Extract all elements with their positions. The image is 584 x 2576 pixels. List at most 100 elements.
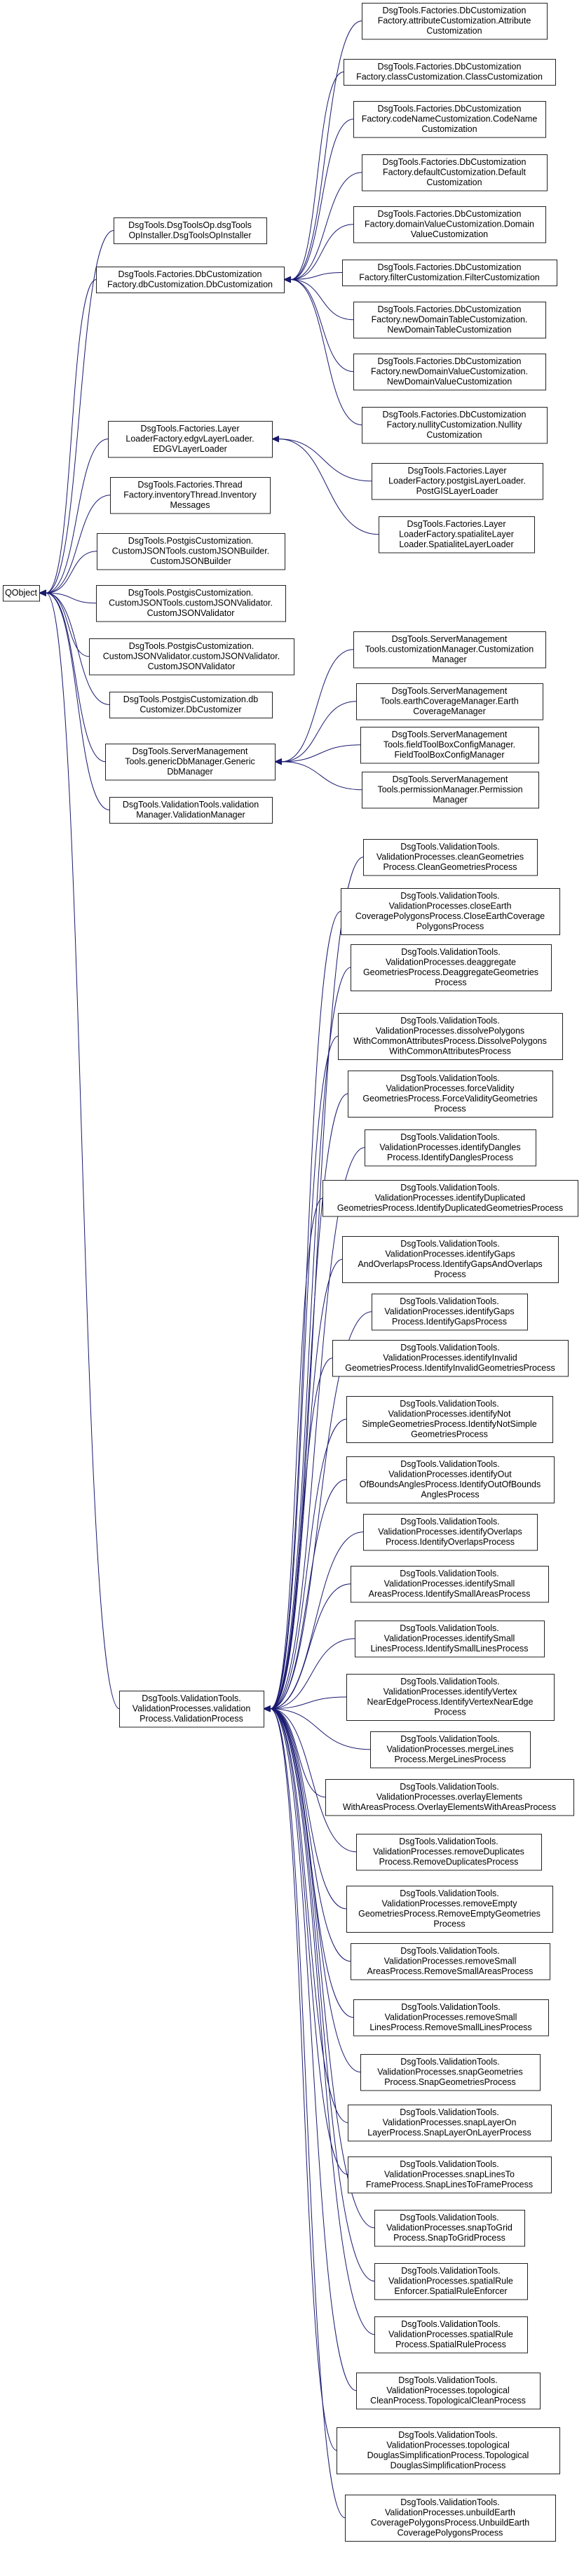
remove-small-lines-process-node[interactable]: DsgTools.ValidationTools.ValidationProce… [353, 1999, 549, 2037]
spatial-rule-enforcer-node[interactable]: DsgTools.ValidationTools.ValidationProce… [374, 2263, 528, 2300]
unbuild-earth-coverage-polygons-process-node[interactable]: DsgTools.ValidationTools.ValidationProce… [345, 2495, 556, 2542]
snap-lines-to-frame-process-node[interactable]: DsgTools.ValidationTools.ValidationProce… [348, 2156, 552, 2194]
custom-json-builder-node[interactable]: DsgTools.PostgisCustomization.CustomJSON… [97, 533, 285, 570]
validation-process-node[interactable]: DsgTools.ValidationTools.ValidationProce… [119, 1691, 264, 1728]
node-label-line: LoaderFactory.edgvLayerLoader. [125, 434, 254, 444]
domain-value-customization-node[interactable]: DsgTools.Factories.DbCustomizationFactor… [353, 206, 546, 243]
deaggregate-geometries-process-node[interactable]: DsgTools.ValidationTools.ValidationProce… [351, 944, 552, 991]
validation-manager-node[interactable]: DsgTools.ValidationTools.validationManag… [109, 797, 273, 824]
spatialite-layer-loader-node[interactable]: DsgTools.Factories.LayerLoaderFactory.sp… [379, 516, 535, 554]
edge-line [290, 272, 343, 280]
remove-small-areas-process-node[interactable]: DsgTools.ValidationTools.ValidationProce… [351, 1943, 550, 1980]
clean-geometries-process-node[interactable]: DsgTools.ValidationTools.ValidationProce… [363, 839, 538, 876]
node-label-line: DsgTools.ValidationTools.validation [123, 800, 259, 810]
node-label-line: DouglasSimplificationProcess.Topological [367, 2450, 529, 2460]
identify-invalid-geometries-process-node[interactable]: DsgTools.ValidationTools.ValidationProce… [332, 1340, 569, 1377]
node-label-line: Tools.earthCoverageManager.Earth [380, 697, 518, 706]
identify-overlaps-process-node[interactable]: DsgTools.ValidationTools.ValidationProce… [363, 1514, 538, 1551]
inheritance-edge [39, 589, 110, 810]
node-box [353, 302, 546, 339]
node-label-line: AndOverlapsProcess.IdentifyGapsAndOverla… [358, 1259, 542, 1269]
edge-line [270, 1708, 348, 2124]
codename-customization-node[interactable]: DsgTools.Factories.DbCustomizationFactor… [353, 101, 546, 138]
identify-not-simple-geometries-process-node[interactable]: DsgTools.ValidationTools.ValidationProce… [346, 1396, 553, 1443]
identify-gaps-process-node[interactable]: DsgTools.ValidationTools.ValidationProce… [372, 1294, 528, 1331]
attribute-customization-node[interactable]: DsgTools.Factories.DbCustomizationFactor… [362, 3, 548, 40]
dissolve-polygons-process-node[interactable]: DsgTools.ValidationTools.ValidationProce… [338, 1013, 563, 1060]
close-earth-coverage-polygons-process-node[interactable]: DsgTools.ValidationTools.ValidationProce… [341, 888, 560, 935]
node-label-line: CustomJSONBuilder [150, 556, 231, 566]
edge-line [270, 1708, 375, 2282]
snap-layer-on-layer-process-node[interactable]: DsgTools.ValidationTools.ValidationProce… [348, 2105, 552, 2142]
node-label-line: DsgTools.Factories.DbCustomization [378, 262, 522, 272]
op-installer-node[interactable]: DsgTools.DsgToolsOp.dsgToolsOpInstaller.… [114, 217, 267, 244]
identify-out-of-bounds-angles-process-node[interactable]: DsgTools.ValidationTools.ValidationProce… [346, 1456, 555, 1503]
new-domain-table-customization-node[interactable]: DsgTools.Factories.DbCustomizationFactor… [353, 302, 546, 339]
custom-json-validator-alt-node[interactable]: DsgTools.PostgisCustomization.CustomJSON… [89, 638, 294, 676]
node-label-line: DsgTools.ValidationTools. [400, 1623, 499, 1633]
node-label-line: Manager [433, 795, 467, 805]
default-customization-node[interactable]: DsgTools.Factories.DbCustomizationFactor… [362, 154, 548, 192]
topological-clean-process-node[interactable]: DsgTools.ValidationTools.ValidationProce… [356, 2373, 541, 2410]
node-label-line: Messages [170, 500, 210, 510]
edge-line [270, 1531, 364, 1710]
earth-coverage-manager-node[interactable]: DsgTools.ServerManagementTools.earthCove… [356, 683, 543, 720]
db-customizer-node[interactable]: DsgTools.Factories.DbCustomizationFactor… [96, 267, 285, 293]
node-label-line: DsgTools.ValidationTools. [401, 947, 501, 957]
node-label-line: Process.IdentifyDanglesProcess [387, 1153, 513, 1162]
inheritance-edge [263, 911, 341, 1712]
edge-line [46, 592, 106, 763]
overlay-elements-process-node[interactable]: DsgTools.ValidationTools.ValidationProce… [325, 1779, 574, 1816]
snap-geometries-process-node[interactable]: DsgTools.ValidationTools.ValidationProce… [360, 2054, 541, 2091]
node-label-line: Customization [426, 177, 482, 187]
postgis-layer-loader-node[interactable]: DsgTools.Factories.LayerLoaderFactory.po… [372, 463, 543, 500]
node-box [362, 407, 548, 444]
identify-vertex-near-edge-process-node[interactable]: DsgTools.ValidationTools.ValidationProce… [346, 1674, 555, 1721]
snap-to-grid-process-node[interactable]: DsgTools.ValidationTools.ValidationProce… [374, 2210, 525, 2247]
node-label-line: Customization [426, 26, 482, 36]
spatial-rule-process-node[interactable]: DsgTools.ValidationTools.ValidationProce… [374, 2316, 528, 2354]
identify-duplicated-geometries-process-node[interactable]: DsgTools.ValidationTools.ValidationProce… [322, 1180, 578, 1217]
node-box [372, 463, 543, 500]
node-label-line: DsgTools.ServerManagement [393, 774, 508, 784]
remove-duplicates-process-node[interactable]: DsgTools.ValidationTools.ValidationProce… [356, 1834, 542, 1871]
nullity-customization-node[interactable]: DsgTools.Factories.DbCustomizationFactor… [362, 407, 548, 444]
node-label-line: DsgTools.ValidationTools. [401, 2319, 501, 2329]
node-label-line: Process.SnapToGridProcess [393, 2233, 505, 2243]
customization-manager-node[interactable]: DsgTools.ServerManagementTools.customiza… [353, 631, 546, 669]
node-label-line: Tools.permissionManager.Permission [377, 785, 522, 795]
field-toolbox-config-manager-node[interactable]: DsgTools.ServerManagementTools.fieldTool… [360, 727, 539, 764]
node-label-line: AnglesProcess [421, 1490, 479, 1500]
permission-manager-node[interactable]: DsgTools.ServerManagementTools.permissio… [362, 772, 539, 809]
inventory-messages-node[interactable]: DsgTools.Factories.ThreadFactory.invento… [110, 477, 271, 514]
qobject-node[interactable]: QObject [3, 585, 40, 602]
node-label-line: DsgTools.ValidationTools. [400, 842, 500, 852]
topological-douglas-simplification-process-node[interactable]: DsgTools.ValidationTools.ValidationProce… [337, 2427, 560, 2474]
generic-db-manager-node[interactable]: DsgTools.ServerManagementTools.genericDb… [105, 744, 276, 781]
remove-empty-geometries-process-node[interactable]: DsgTools.ValidationTools.ValidationProce… [346, 1886, 553, 1933]
node-box [96, 585, 286, 622]
new-domain-value-customization-node[interactable]: DsgTools.Factories.DbCustomizationFactor… [353, 354, 546, 391]
merge-lines-process-node[interactable]: DsgTools.ValidationTools.ValidationProce… [370, 1731, 531, 1769]
custom-json-validator-node[interactable]: DsgTools.PostgisCustomization.CustomJSON… [96, 585, 286, 622]
node-label-line: ValidationProcesses.identifySmall [384, 1634, 515, 1644]
edgv-layer-loader-node[interactable]: DsgTools.Factories.LayerLoaderFactory.ed… [108, 421, 273, 458]
identify-small-areas-process-node[interactable]: DsgTools.ValidationTools.ValidationProce… [351, 1566, 549, 1603]
node-label-line: Customization [421, 124, 477, 134]
node-label-line: ValidationProcesses.identifyDangles [379, 1143, 520, 1153]
identify-gaps-and-overlaps-process-node[interactable]: DsgTools.ValidationTools.ValidationProce… [342, 1236, 559, 1283]
node-label-line: DsgTools.ValidationTools. [400, 1016, 500, 1026]
class-customization-node[interactable]: DsgTools.Factories.DbCustomizationFactor… [344, 59, 556, 86]
node-layer: QObject DsgTools.Factories.DbCustomizatio… [3, 3, 578, 2542]
db-customizer-class-node[interactable]: DsgTools.PostgisCustomization.dbCustomiz… [109, 692, 273, 718]
filter-customization-node[interactable]: DsgTools.Factories.DbCustomizationFactor… [342, 260, 557, 286]
identify-small-lines-process-node[interactable]: DsgTools.ValidationTools.ValidationProce… [355, 1621, 545, 1658]
node-label-line: DsgTools.Factories.DbCustomization [378, 62, 522, 72]
force-validity-geometries-process-node[interactable]: DsgTools.ValidationTools.ValidationProce… [348, 1071, 553, 1118]
node-label-line: ValidationProcesses.identifyNot [388, 1409, 511, 1419]
node-label-line: DsgTools.Factories.DbCustomization [118, 269, 262, 279]
node-label-line: ValidationProcesses.removeSmall [385, 2013, 517, 2022]
edge-line [270, 1708, 354, 2018]
node-label-line: DsgTools.ServerManagement [392, 686, 508, 696]
identify-dangles-process-node[interactable]: DsgTools.ValidationTools.ValidationProce… [365, 1129, 536, 1167]
